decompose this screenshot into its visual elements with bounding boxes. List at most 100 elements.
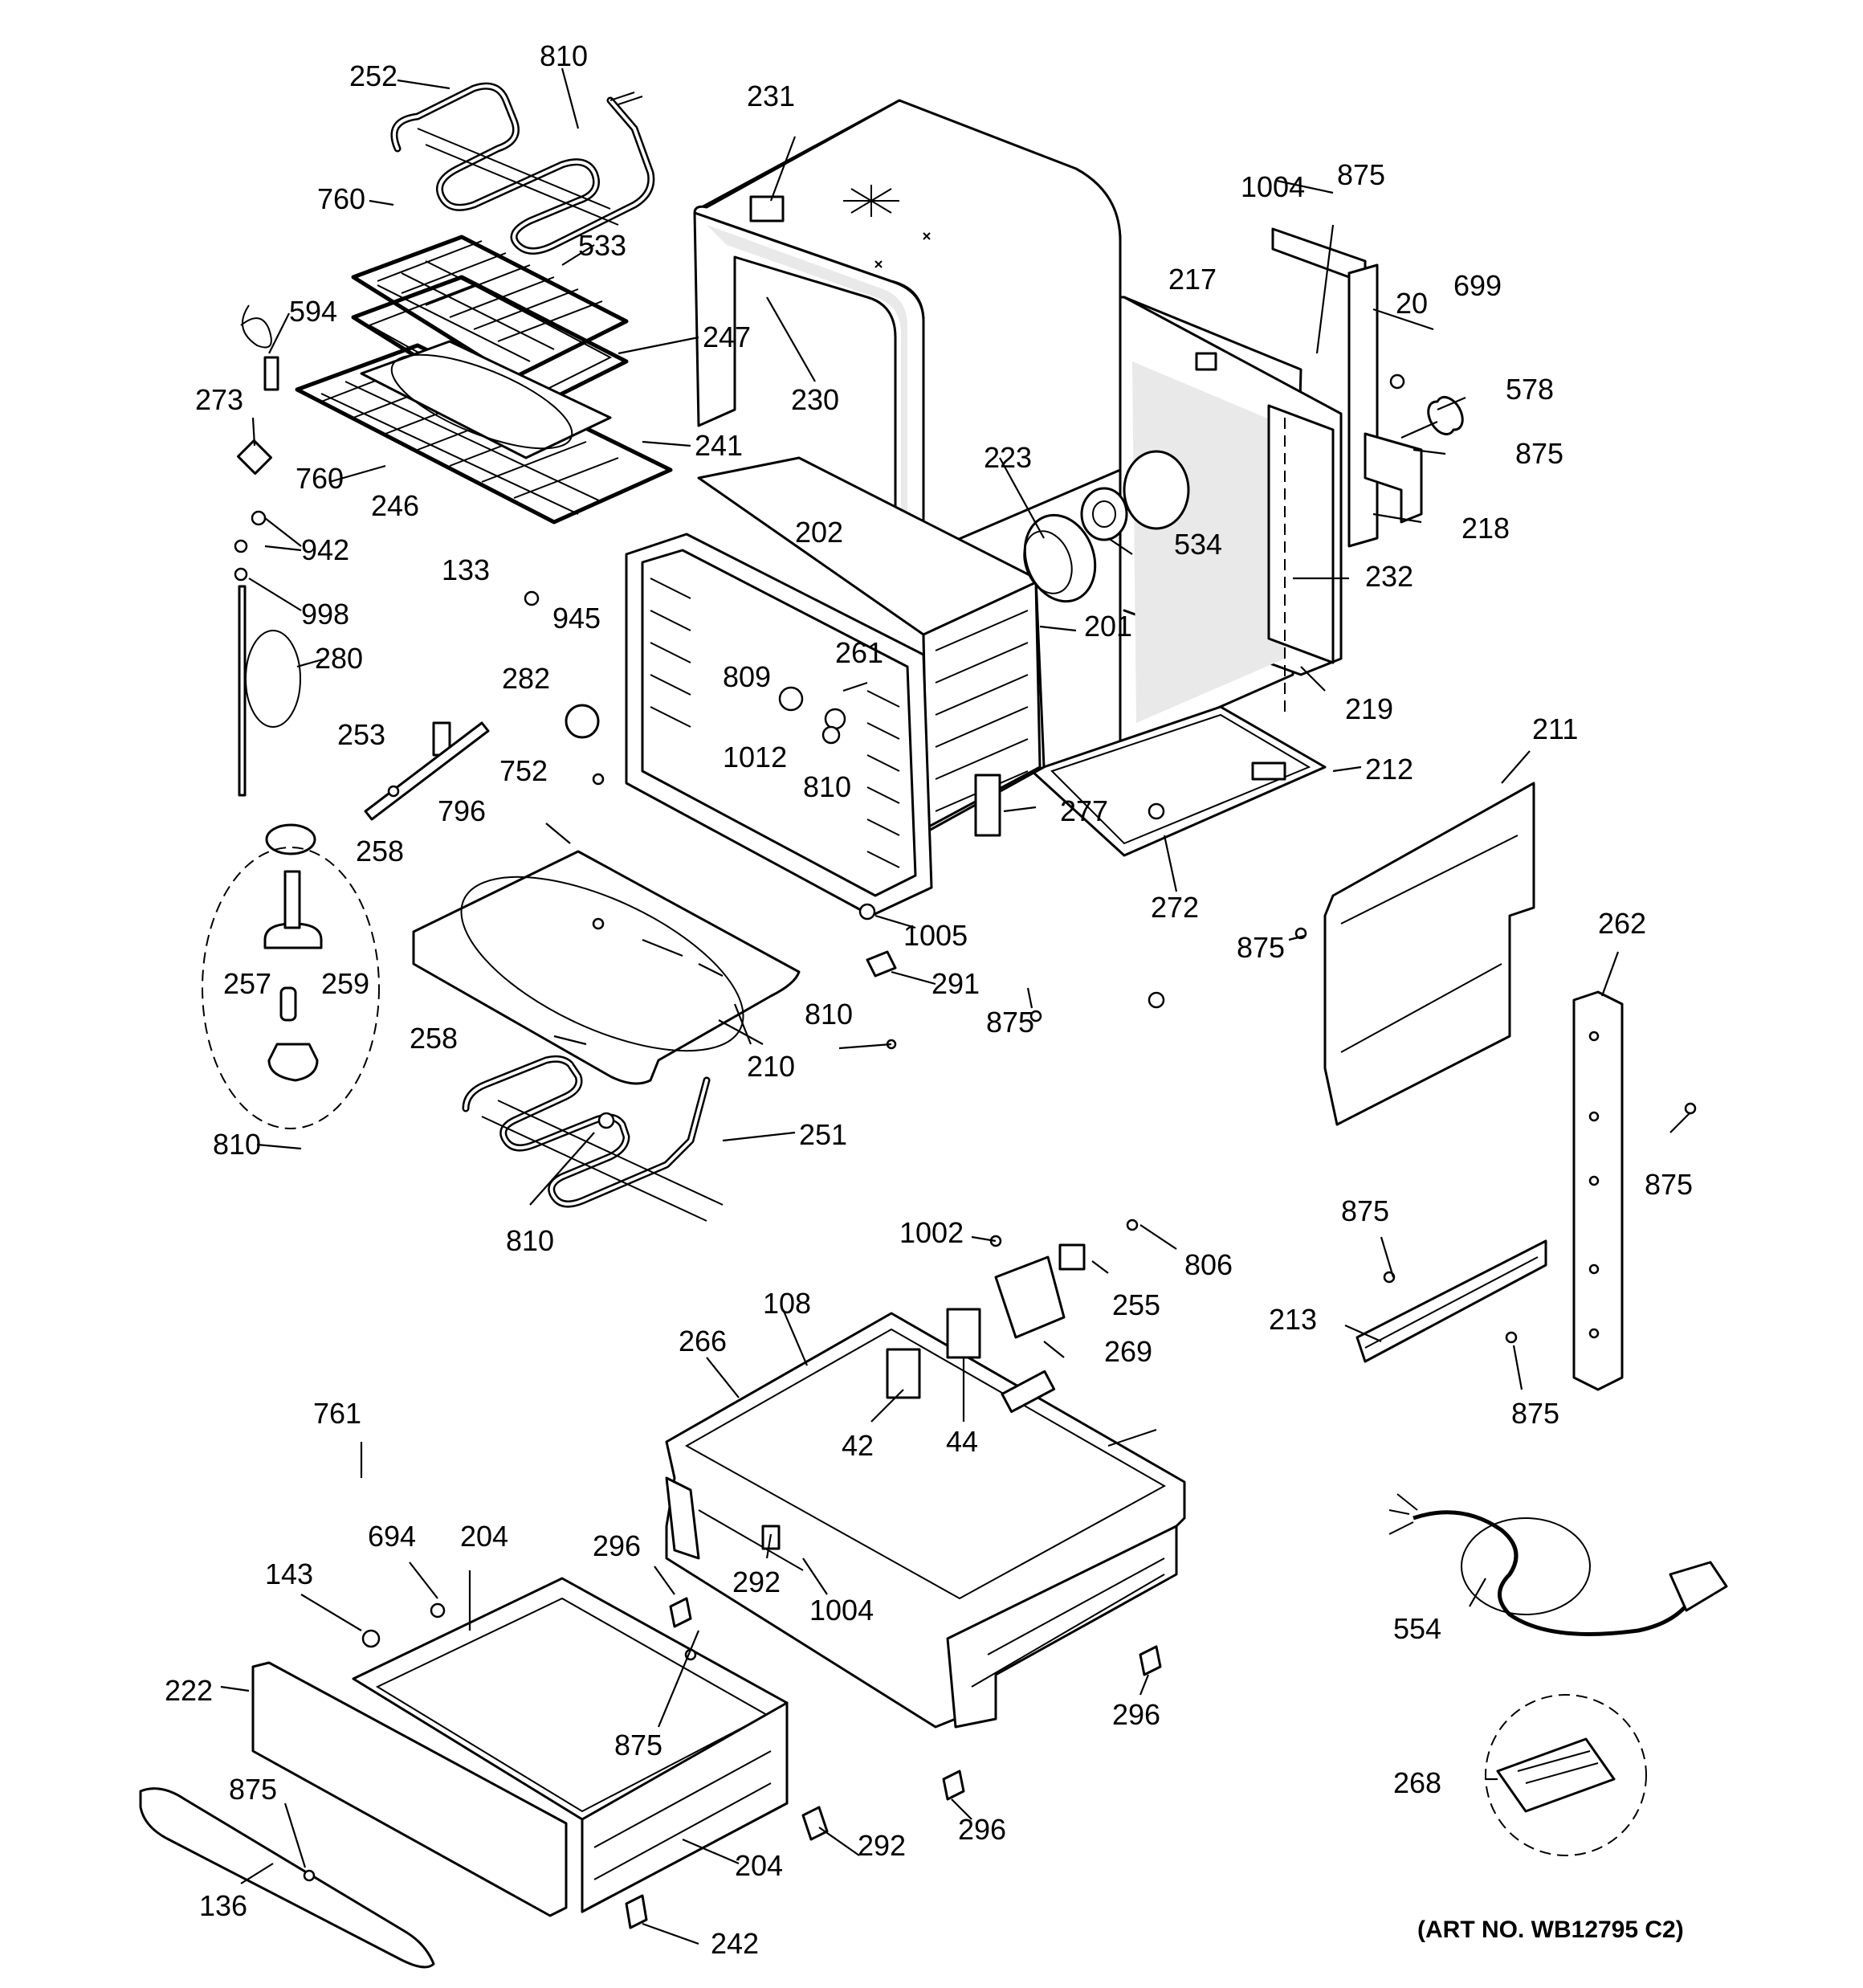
callout-875: 875	[1341, 1194, 1389, 1227]
callout-212: 212	[1365, 753, 1413, 786]
callout-44: 44	[946, 1425, 978, 1458]
callout-42: 42	[842, 1429, 874, 1462]
callout-labels: 810 252 760 533 594 247 273 230 241 246 …	[165, 39, 1693, 1960]
callout-945: 945	[552, 602, 601, 635]
drawer-front-part	[139, 1602, 829, 1969]
terminal-block-group	[1485, 1694, 1647, 1856]
callout-210: 210	[747, 1050, 795, 1083]
callout-875: 875	[614, 1729, 662, 1761]
callout-136: 136	[199, 1889, 247, 1922]
callout-213: 213	[1269, 1303, 1317, 1336]
callout-694: 694	[368, 1520, 416, 1553]
callout-262: 262	[1598, 907, 1646, 940]
callout-810: 810	[506, 1224, 554, 1257]
callout-292: 292	[858, 1829, 906, 1862]
callout-133: 133	[442, 553, 490, 586]
callout-266: 266	[679, 1325, 727, 1357]
callout-761: 761	[313, 1397, 361, 1430]
oven-bottom-panel-part	[1030, 705, 1327, 857]
callout-1004: 1004	[1241, 170, 1305, 203]
callout-296: 296	[593, 1529, 641, 1562]
bake-element-terminal-group	[202, 823, 380, 1129]
callout-594: 594	[289, 295, 337, 328]
callout-578: 578	[1506, 373, 1554, 406]
callout-875: 875	[986, 1006, 1034, 1039]
callout-204: 204	[735, 1849, 783, 1882]
callout-809: 809	[723, 660, 771, 693]
range-base-part	[665, 1243, 1186, 1729]
callout-273: 273	[195, 383, 243, 416]
callout-269: 269	[1104, 1335, 1152, 1368]
callout-1005: 1005	[903, 919, 968, 952]
callout-241: 241	[695, 429, 743, 462]
side-trim-part	[1271, 227, 1464, 548]
power-cord-part	[1388, 1493, 1728, 1636]
callout-875: 875	[1337, 158, 1385, 191]
callout-20: 20	[1396, 287, 1428, 320]
leveling-legs-part	[669, 1597, 1162, 1801]
callout-231: 231	[747, 80, 795, 112]
callout-217: 217	[1168, 263, 1217, 296]
callout-223: 223	[984, 441, 1032, 474]
callout-533: 533	[578, 229, 626, 262]
callout-875: 875	[1237, 931, 1285, 964]
callout-280: 280	[315, 642, 363, 675]
rear-panel-part	[1323, 782, 1535, 1126]
callout-875: 875	[1511, 1397, 1559, 1430]
callout-258: 258	[410, 1022, 458, 1055]
callout-255: 255	[1112, 1288, 1160, 1321]
callout-752: 752	[499, 754, 548, 787]
oven-back-panel-part	[1119, 296, 1343, 753]
warming-drawer-part	[352, 1577, 789, 1913]
callout-253: 253	[337, 718, 385, 751]
callout-296: 296	[958, 1813, 1006, 1846]
callout-534: 534	[1174, 528, 1222, 561]
oven-racks-part	[295, 235, 673, 525]
callout-259: 259	[321, 967, 369, 1000]
callout-554: 554	[1393, 1612, 1441, 1645]
art-number: (ART NO. WB12795 C2)	[1417, 1917, 1684, 1943]
callout-875: 875	[229, 1773, 277, 1806]
sensor-parts	[234, 304, 605, 821]
callout-942: 942	[301, 533, 349, 566]
callout-875: 875	[1645, 1168, 1693, 1201]
callout-810: 810	[540, 39, 588, 72]
callout-222: 222	[165, 1674, 213, 1707]
callout-760: 760	[317, 182, 365, 215]
callout-261: 261	[835, 636, 883, 669]
oven-cavity-part	[625, 456, 1046, 917]
broil-element-part	[390, 82, 655, 255]
callout-246: 246	[371, 489, 419, 522]
bake-element-part	[462, 1055, 724, 1222]
callout-247: 247	[703, 320, 751, 353]
oven-bottom-cover-part	[412, 850, 801, 1085]
callout-1004: 1004	[809, 1594, 874, 1627]
vertical-strip-part	[1572, 990, 1624, 1391]
callout-204: 204	[460, 1520, 508, 1553]
callout-108: 108	[763, 1287, 811, 1320]
callout-201: 201	[1084, 610, 1132, 643]
leader-lines	[220, 67, 1691, 1945]
callout-699: 699	[1453, 269, 1502, 302]
callout-760: 760	[296, 462, 344, 495]
callout-810: 810	[805, 998, 853, 1031]
callout-268: 268	[1393, 1766, 1441, 1799]
callout-242: 242	[711, 1927, 759, 1960]
callout-272: 272	[1151, 891, 1199, 924]
callout-810: 810	[213, 1128, 261, 1161]
callout-292: 292	[732, 1565, 781, 1598]
callout-230: 230	[791, 383, 839, 416]
callout-252: 252	[349, 59, 397, 92]
callout-1002: 1002	[899, 1216, 964, 1249]
callout-202: 202	[795, 516, 843, 549]
callout-282: 282	[502, 662, 550, 695]
callout-291: 291	[932, 967, 980, 1000]
callout-998: 998	[301, 598, 349, 631]
callout-218: 218	[1461, 512, 1510, 545]
callout-257: 257	[223, 967, 271, 1000]
mounting-bracket-part	[1355, 1239, 1547, 1363]
callout-232: 232	[1365, 560, 1413, 593]
callout-296: 296	[1112, 1698, 1160, 1731]
callout-251: 251	[799, 1118, 847, 1151]
